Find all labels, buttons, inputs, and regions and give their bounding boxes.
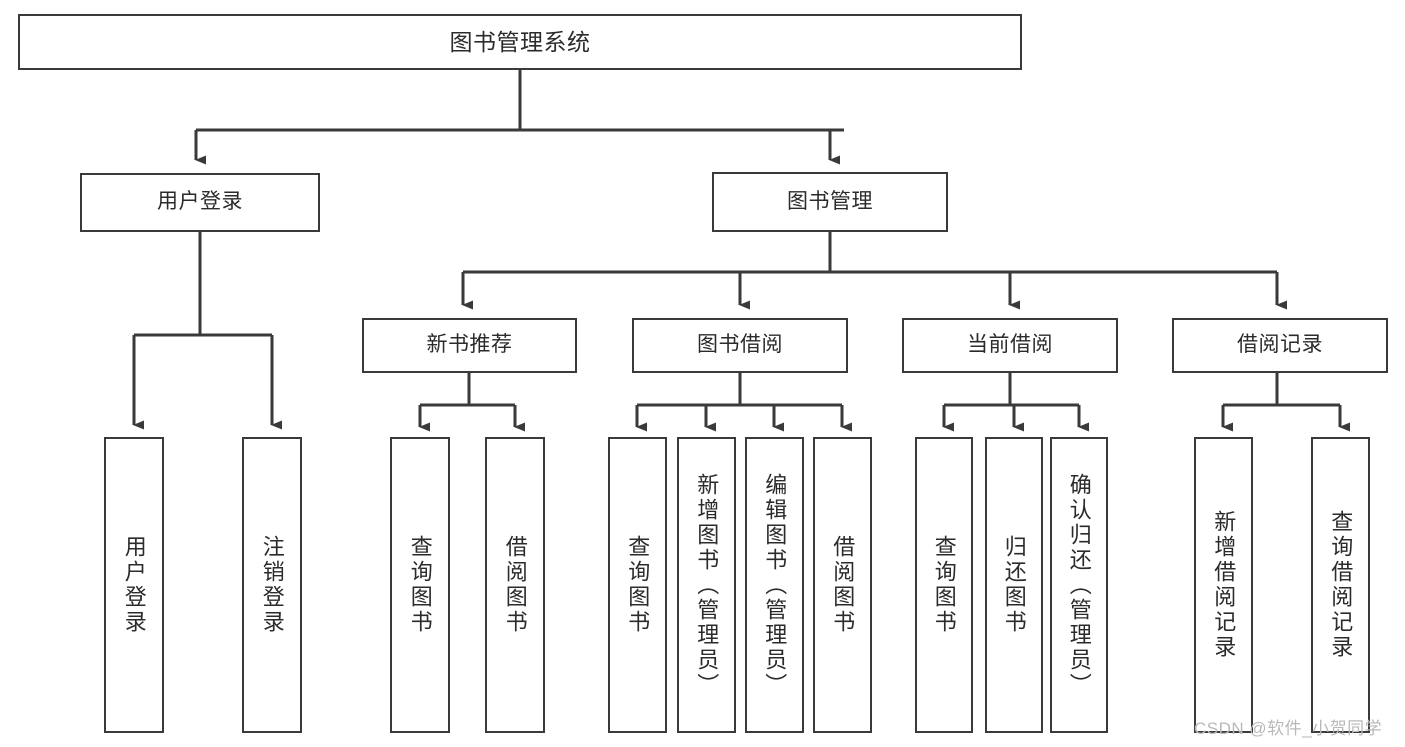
node-current-borrowing[interactable]: 当前借阅	[902, 318, 1118, 373]
leaf-current-borrow-query-books[interactable]: 查询图书	[915, 437, 973, 733]
node-label: 编辑图书（管理员）	[762, 472, 788, 698]
node-label: 新增图书（管理员）	[694, 472, 720, 698]
node-label: 新书推荐	[426, 333, 513, 357]
node-label: 确认归还（管理员）	[1066, 472, 1092, 698]
watermark: CSDN @软件_小贺同学	[1194, 719, 1383, 738]
node-label: 图书借阅	[697, 333, 783, 357]
node-label: 查询图书	[931, 535, 957, 635]
node-label: 借阅图书	[830, 535, 856, 635]
node-borrowing-record[interactable]: 借阅记录	[1172, 318, 1388, 373]
leaf-user-login-sign-out[interactable]: 注销登录	[242, 437, 302, 733]
node-label: 借阅图书	[502, 535, 528, 635]
node-label: 查询图书	[625, 535, 651, 635]
node-label: 当前借阅	[967, 333, 1053, 357]
leaf-new-book-borrow-books[interactable]: 借阅图书	[485, 437, 545, 733]
node-root-book-management-system[interactable]: 图书管理系统	[18, 14, 1022, 70]
node-label: 借阅记录	[1237, 333, 1323, 357]
leaf-book-borrow-edit-book-admin[interactable]: 编辑图书（管理员）	[745, 437, 804, 733]
leaf-new-book-query-books[interactable]: 查询图书	[390, 437, 450, 733]
leaf-book-borrow-query-books[interactable]: 查询图书	[608, 437, 667, 733]
leaf-current-borrow-confirm-return-admin[interactable]: 确认归还（管理员）	[1050, 437, 1108, 733]
node-label: 查询借阅记录	[1328, 510, 1354, 660]
leaf-book-borrow-add-book-admin[interactable]: 新增图书（管理员）	[677, 437, 736, 733]
node-user-login[interactable]: 用户登录	[80, 173, 320, 232]
node-label: 用户登录	[121, 535, 147, 635]
node-label: 新增借阅记录	[1211, 510, 1237, 660]
node-book-management[interactable]: 图书管理	[712, 172, 948, 232]
node-book-borrowing[interactable]: 图书借阅	[632, 318, 848, 373]
node-label: 图书管理系统	[449, 28, 591, 55]
node-label: 查询图书	[407, 535, 433, 635]
node-new-book-recommendation[interactable]: 新书推荐	[362, 318, 577, 373]
node-label: 注销登录	[259, 535, 285, 635]
leaf-user-login-sign-in[interactable]: 用户登录	[104, 437, 164, 733]
node-label: 图书管理	[787, 189, 873, 213]
leaf-current-borrow-return-books[interactable]: 归还图书	[985, 437, 1043, 733]
node-label: 用户登录	[157, 190, 243, 214]
leaf-book-borrow-borrow-books[interactable]: 借阅图书	[813, 437, 872, 733]
leaf-borrow-record-add-record[interactable]: 新增借阅记录	[1194, 437, 1253, 733]
leaf-borrow-record-query-record[interactable]: 查询借阅记录	[1311, 437, 1370, 733]
node-label: 归还图书	[1001, 535, 1027, 635]
